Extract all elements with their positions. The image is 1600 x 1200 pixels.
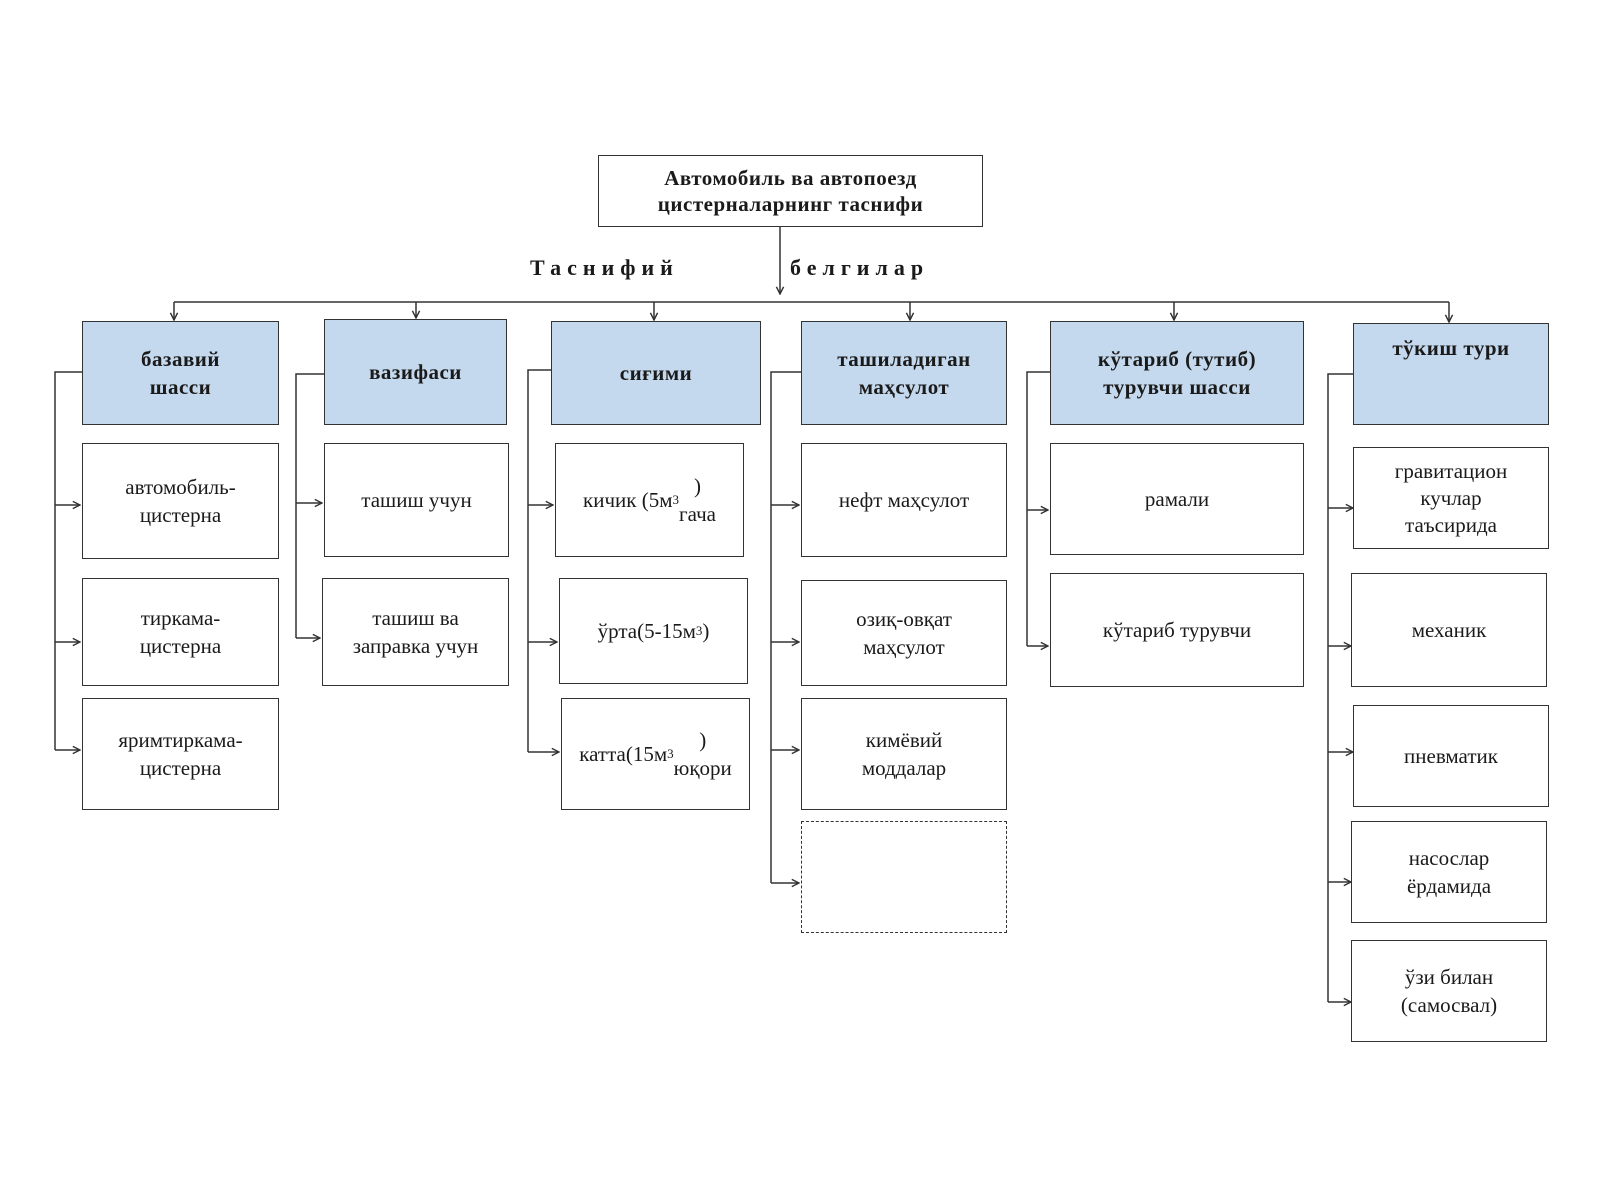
root-node: Автомобиль ва автопоезд цистерналарнинг …: [598, 155, 983, 227]
category-item: яримтиркама- цистерна: [82, 698, 279, 810]
category-item: ташиш учун: [324, 443, 509, 557]
category-item: автомобиль- цистерна: [82, 443, 279, 559]
category-item: кўтариб турувчи: [1050, 573, 1304, 687]
category-header-capacity: сиғими: [551, 321, 761, 425]
criteria-label-left: Таснифий: [530, 255, 679, 280]
category-item: насослар ёрдамида: [1351, 821, 1547, 923]
capacity-small-text-end: ) гача: [679, 474, 716, 526]
category-header-cargo: ташиладиган маҳсулот: [801, 321, 1007, 425]
category-item: ташиш ва заправка учун: [322, 578, 509, 686]
category-header-discharge-type: тўкиш тури: [1353, 323, 1549, 425]
capacity-small-text: кичик (5м: [583, 488, 673, 512]
capacity-medium-text-end: ): [702, 619, 710, 643]
category-item: гравитацион кучлар таъсирида: [1353, 447, 1549, 549]
category-header-carrier-chassis: кўтариб (тутиб) турувчи шасси: [1050, 321, 1304, 425]
category-item: тиркама- цистерна: [82, 578, 279, 686]
tree-lines: [54, 227, 1449, 1002]
category-header-base-chassis: базавий шасси: [82, 321, 279, 425]
criteria-label-right: белгилар: [790, 255, 930, 280]
category-item: озиқ-овқат маҳсулот: [801, 580, 1007, 686]
category-item: ўзи билан (самосвал): [1351, 940, 1547, 1042]
category-item-placeholder: [801, 821, 1007, 933]
category-item: механик: [1351, 573, 1547, 687]
category-header-purpose: вазифаси: [324, 319, 507, 425]
capacity-large-text: катта(15м: [579, 742, 668, 766]
capacity-large-text-end: ) юқори: [673, 728, 732, 780]
category-item: кимёвий моддалар: [801, 698, 1007, 810]
category-item: нефт маҳсулот: [801, 443, 1007, 557]
capacity-medium-text: ўрта(5-15м: [597, 619, 696, 643]
category-item: рамали: [1050, 443, 1304, 555]
category-item: пневматик: [1353, 705, 1549, 807]
